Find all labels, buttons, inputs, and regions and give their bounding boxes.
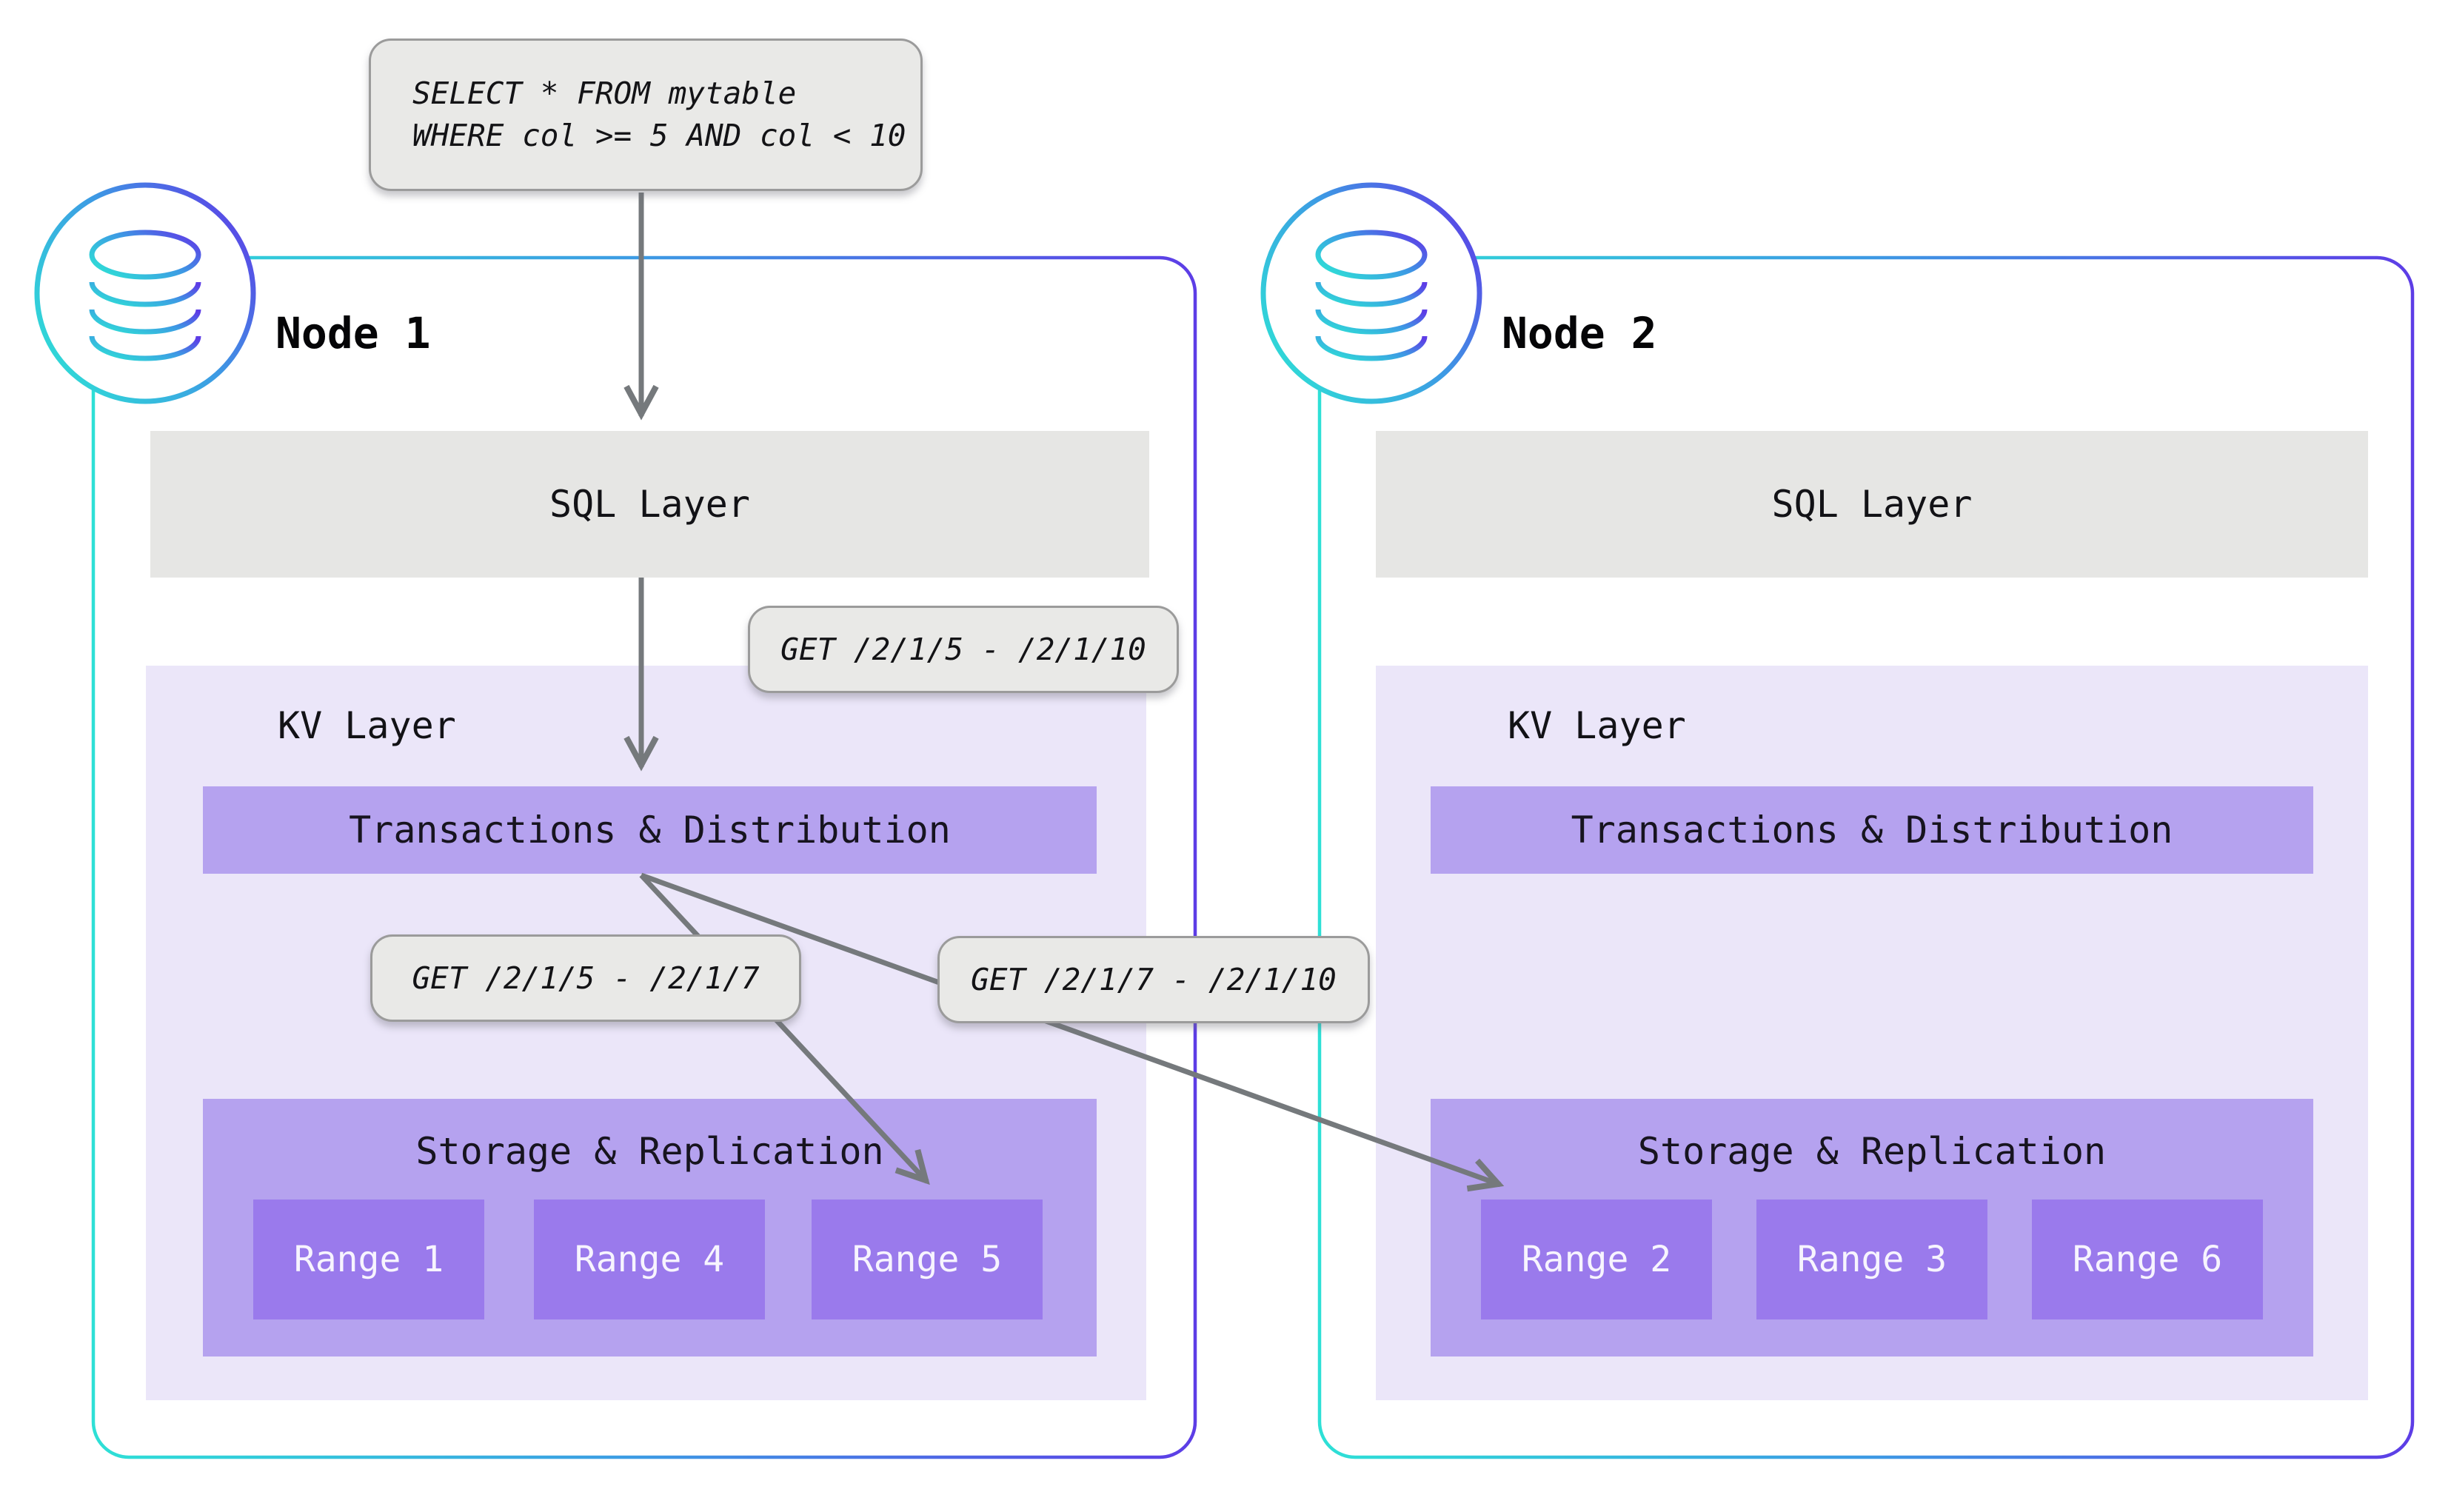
node2-sql-layer: SQL Layer bbox=[1376, 431, 2368, 578]
arrow-kv-to-range5 bbox=[639, 873, 930, 1185]
sql-query-line1: SELECT * FROM mytable bbox=[412, 76, 797, 111]
node2-title: Node 2 bbox=[1502, 308, 1657, 358]
node1-range-1: Range 1 bbox=[253, 1200, 484, 1319]
range-label: Range 2 bbox=[1521, 1239, 1672, 1280]
node1-transactions-label: Transactions & Distribution bbox=[349, 809, 951, 852]
node2-storage-label: Storage & Replication bbox=[1637, 1130, 2107, 1173]
database-icon bbox=[1260, 182, 1482, 404]
node1-sql-layer: SQL Layer bbox=[150, 431, 1149, 578]
node2-range-2: Range 2 bbox=[1481, 1200, 1712, 1319]
sql-query-box: SELECT * FROM mytable WHERE col >= 5 AND… bbox=[369, 39, 923, 191]
node1-range-4: Range 4 bbox=[534, 1200, 765, 1319]
node2-range-3: Range 3 bbox=[1756, 1200, 1987, 1319]
range-label: Range 4 bbox=[574, 1239, 725, 1280]
get-request-right-split-text: GET /2/1/7 - /2/1/10 bbox=[971, 962, 1337, 997]
node1-sql-layer-label: SQL Layer bbox=[549, 483, 750, 526]
get-request-combined: GET /2/1/5 - /2/1/10 bbox=[748, 606, 1179, 693]
node1-kv-layer-label: KV Layer bbox=[278, 704, 456, 747]
range-label: Range 6 bbox=[2072, 1239, 2223, 1280]
node2-transactions-label: Transactions & Distribution bbox=[1571, 809, 2173, 852]
get-request-left-split: GET /2/1/5 - /2/1/7 bbox=[370, 934, 801, 1022]
database-icon bbox=[34, 182, 256, 404]
node1-range-5: Range 5 bbox=[812, 1200, 1043, 1319]
node2-border bbox=[1317, 255, 2415, 1459]
arrow-kv-to-range2 bbox=[640, 872, 1505, 1192]
node2-kv-layer-label: KV Layer bbox=[1508, 704, 1686, 747]
node1-title: Node 1 bbox=[275, 308, 431, 358]
sql-query-line2: WHERE col >= 5 AND col < 10 bbox=[412, 118, 906, 153]
node2-transactions-bar: Transactions & Distribution bbox=[1431, 786, 2313, 874]
node1-storage-label: Storage & Replication bbox=[415, 1130, 884, 1173]
node2-range-6: Range 6 bbox=[2032, 1200, 2263, 1319]
range-label: Range 3 bbox=[1796, 1239, 1947, 1280]
node2-sql-layer-label: SQL Layer bbox=[1771, 483, 1973, 526]
range-label: Range 5 bbox=[852, 1239, 1003, 1280]
get-request-combined-text: GET /2/1/5 - /2/1/10 bbox=[780, 632, 1146, 667]
node1-transactions-bar: Transactions & Distribution bbox=[203, 786, 1097, 874]
get-request-left-split-text: GET /2/1/5 - /2/1/7 bbox=[412, 960, 760, 996]
get-request-right-split: GET /2/1/7 - /2/1/10 bbox=[937, 936, 1370, 1023]
range-label: Range 1 bbox=[293, 1239, 444, 1280]
node1-border bbox=[91, 255, 1197, 1459]
